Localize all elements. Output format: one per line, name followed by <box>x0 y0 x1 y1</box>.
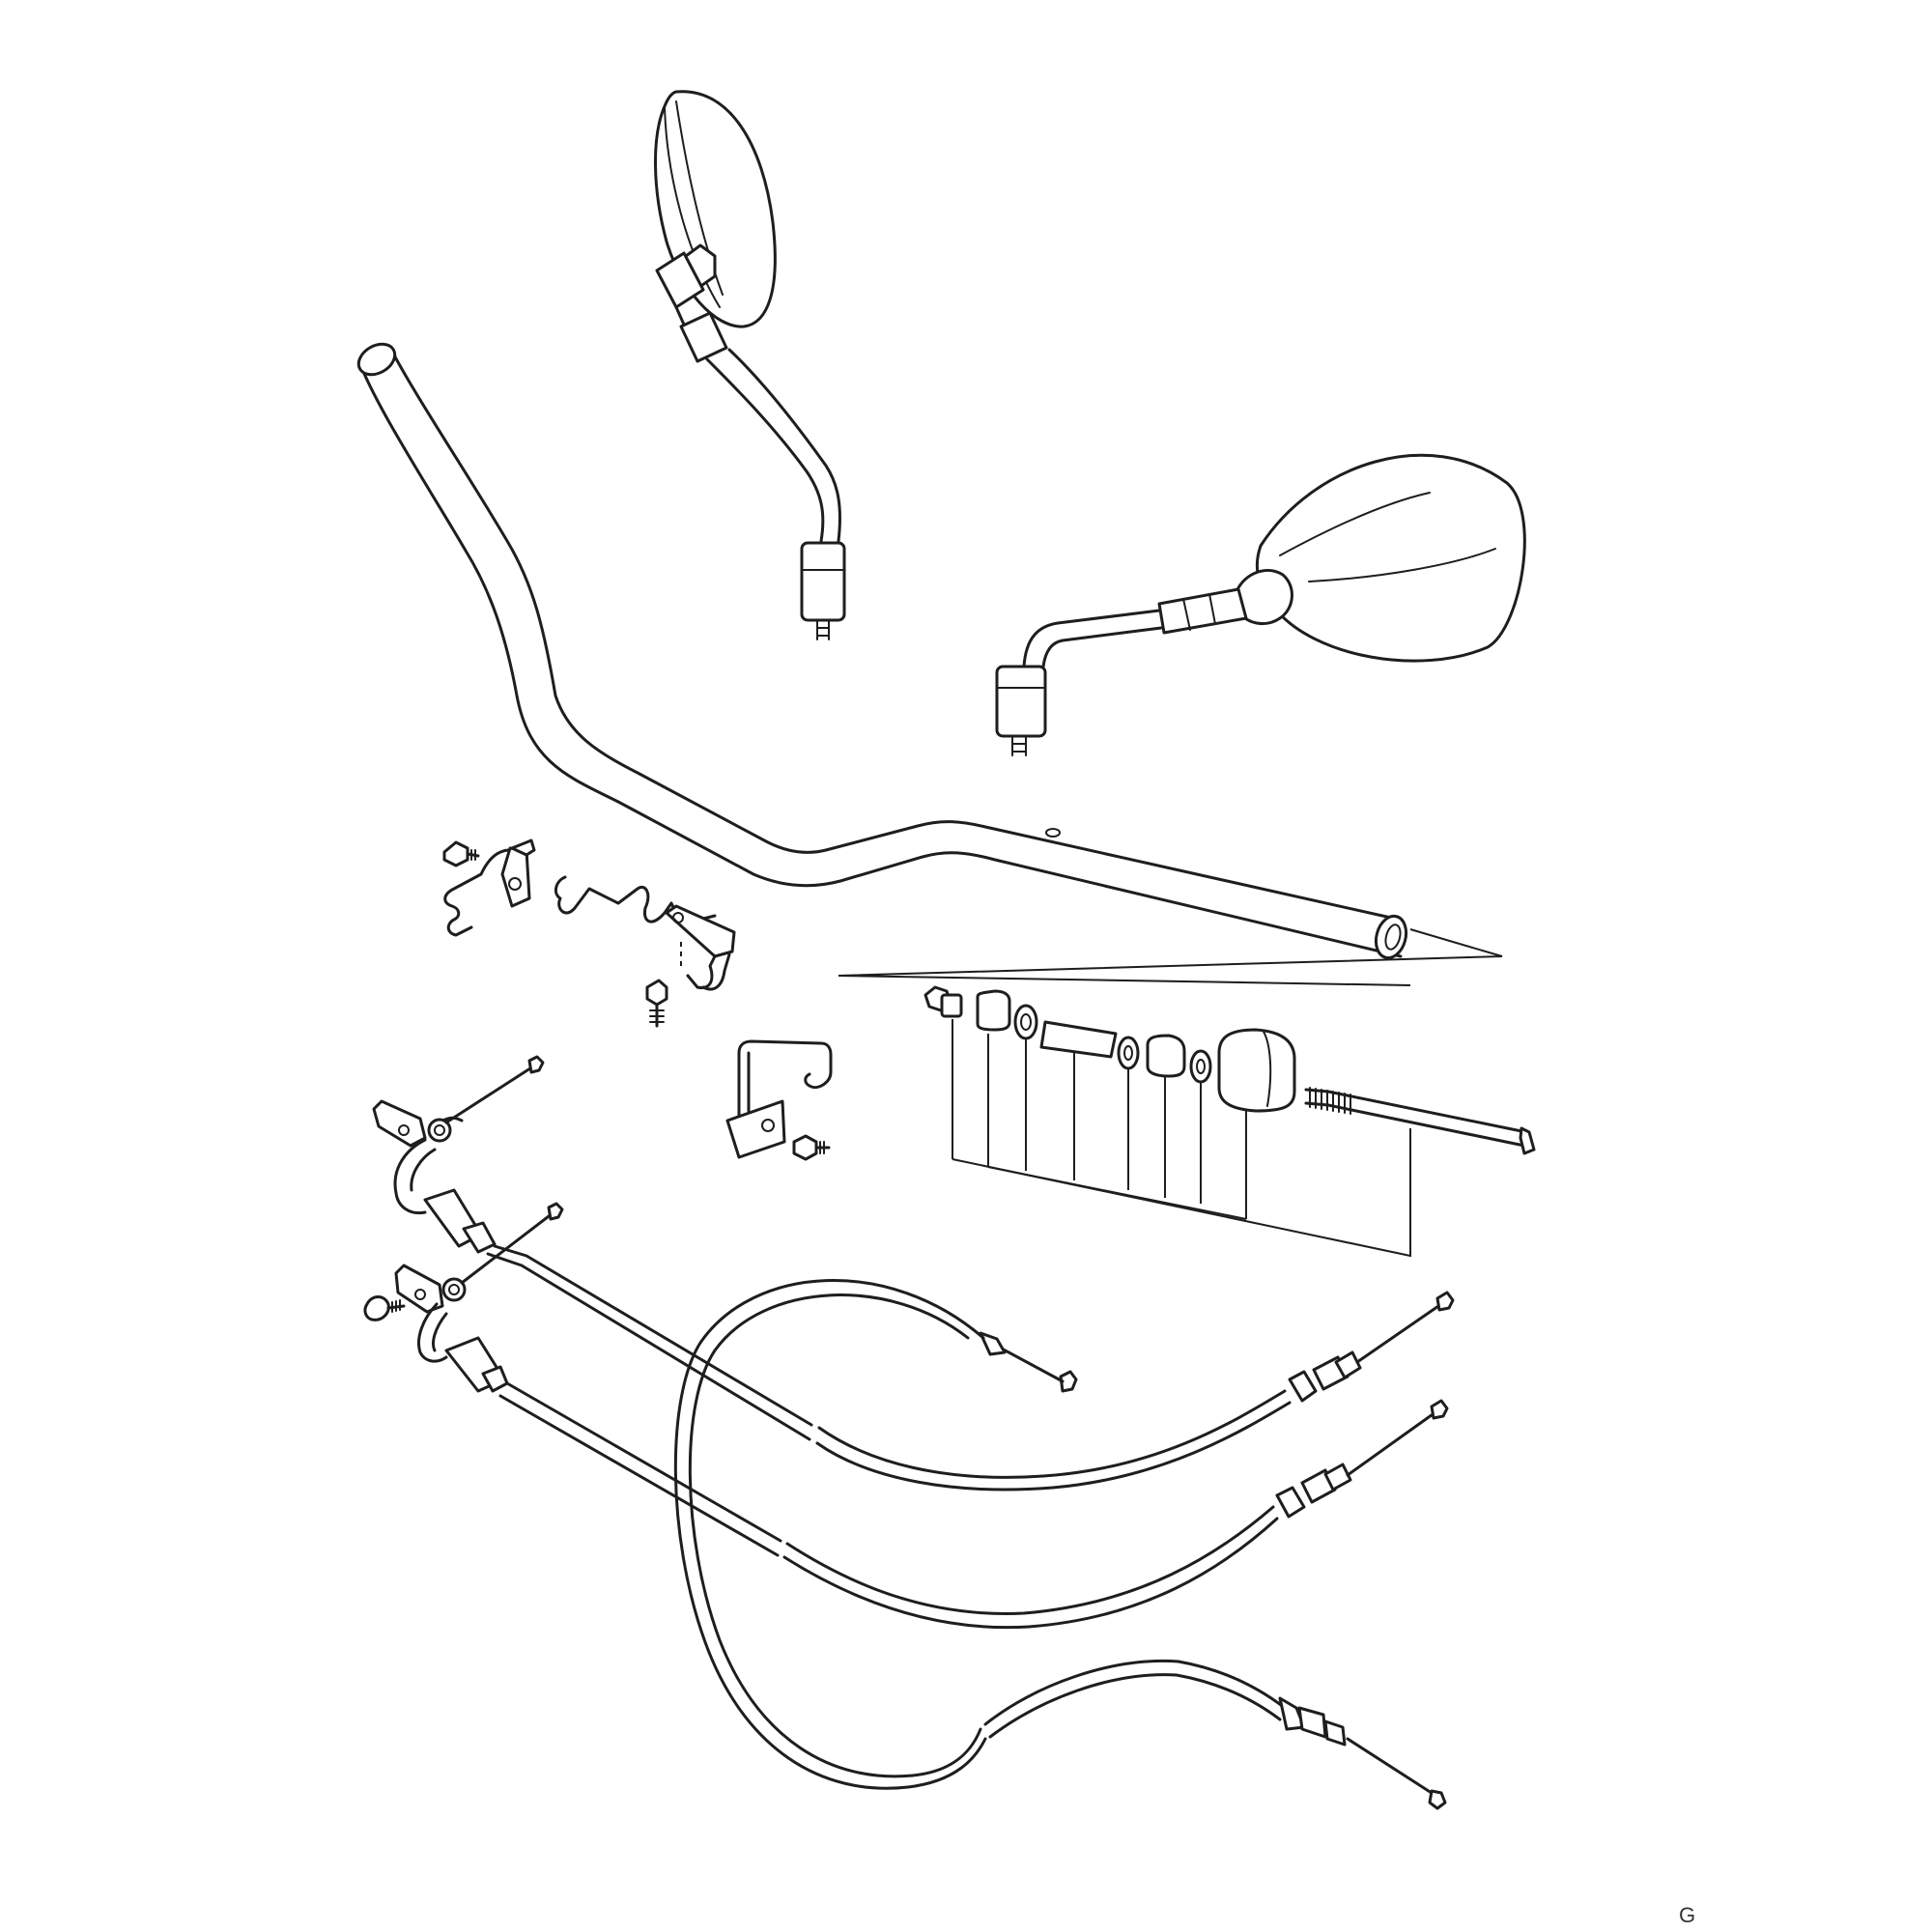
clutch-cable[interactable] <box>673 1279 1447 1810</box>
page-code-label: G <box>1679 1903 1696 1927</box>
throttle-cable-no1[interactable] <box>372 1055 1455 1492</box>
balancer-weight-set[interactable] <box>923 985 1536 1258</box>
cable-guide-clamp[interactable] <box>442 838 536 937</box>
balancer-callout-lines <box>838 928 1503 986</box>
throttle-cable-no2[interactable] <box>363 1202 1449 1630</box>
mirror-right[interactable] <box>995 453 1526 756</box>
mirror-left[interactable] <box>654 90 846 640</box>
handlebar[interactable] <box>354 338 1411 961</box>
cable-holder-bracket[interactable] <box>725 1039 833 1161</box>
cable-guide-wire[interactable] <box>554 875 736 1028</box>
